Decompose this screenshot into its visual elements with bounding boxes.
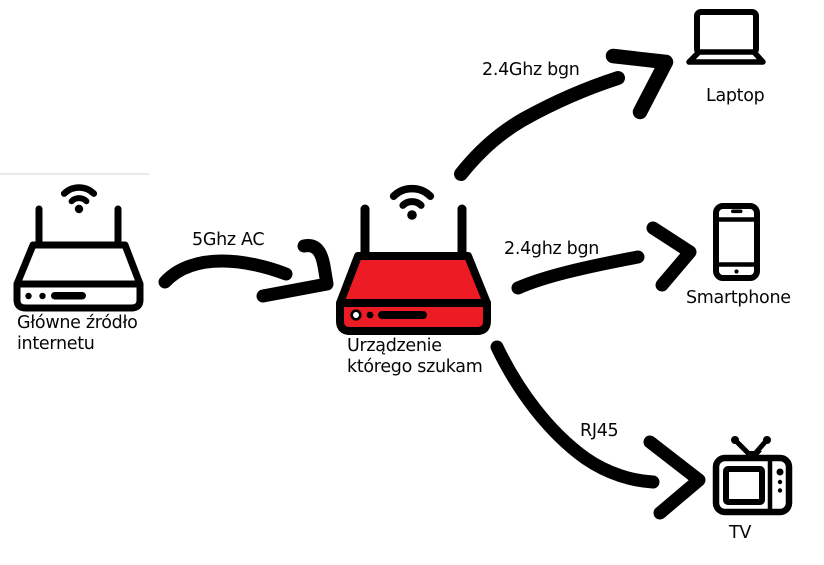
router-front-panel <box>350 309 427 321</box>
tv-label: TV <box>729 523 752 543</box>
connection-label-5ghz-ac: 5Ghz AC <box>192 230 265 250</box>
phone-home-button <box>734 269 739 274</box>
phone-body <box>713 203 760 281</box>
tv-knobs <box>776 468 784 493</box>
tv-screen <box>723 466 765 505</box>
laptop-icon <box>686 9 766 65</box>
laptop-screen <box>694 9 759 56</box>
source-router-icon <box>13 184 144 312</box>
smartphone-icon <box>713 203 760 281</box>
source-router-label: Główne źródło internetu <box>17 313 138 355</box>
router-top <box>13 241 144 288</box>
arrow-target-to-tv <box>490 340 706 520</box>
target-router-label-line1: Urządzenie <box>347 336 442 356</box>
phone-speaker <box>731 209 743 214</box>
antenna-tip <box>731 436 739 444</box>
target-router-label: Urządzenie którego szukam <box>347 336 483 378</box>
laptop-label: Laptop <box>706 86 765 106</box>
connection-label-24ghz-bgn-laptop: 2.4Ghz bgn <box>482 60 580 80</box>
arrow-source-to-target <box>158 239 334 303</box>
source-router-label-line1: Główne źródło <box>17 313 138 333</box>
antenna-tip <box>763 436 771 444</box>
router-front-panel <box>25 292 86 300</box>
tv-icon <box>712 436 793 516</box>
source-router-label-line2: internetu <box>17 334 95 354</box>
target-router-icon <box>336 184 491 335</box>
arrow-target-to-laptop <box>454 48 674 181</box>
arrows <box>158 48 706 520</box>
connection-label-rj45: RJ45 <box>580 421 619 441</box>
laptop-base <box>686 49 766 65</box>
target-router-label-line2: którego szukam <box>347 357 483 377</box>
arrow-target-to-smartphone <box>511 221 697 295</box>
connection-label-24ghz-bgn-smartphone: 2.4ghz bgn <box>504 239 600 259</box>
wifi-icon <box>60 184 98 214</box>
wifi-icon <box>389 184 435 220</box>
router-top <box>336 252 491 307</box>
smartphone-label: Smartphone <box>686 288 791 308</box>
